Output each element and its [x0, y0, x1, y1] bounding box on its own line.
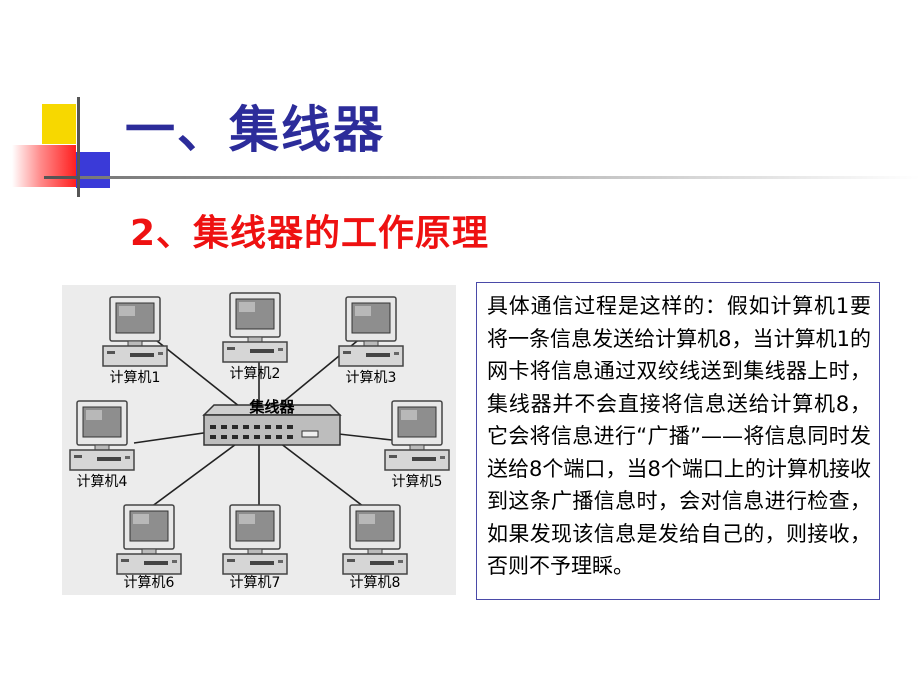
decor-horizontal-line [44, 176, 104, 179]
computer-1-label: 计算机1 [110, 370, 161, 386]
computer-5-label: 计算机5 [392, 474, 443, 490]
description-text: 具体通信过程是这样的：假如计算机1要将一条信息发送给计算机8，当计算机1的网卡将… [487, 294, 871, 578]
hub-label: 集线器 [248, 398, 295, 416]
decor-vertical-line [77, 97, 80, 197]
network-diagram-svg: 集线器 计算机1 计算机2 计算机3 计算机4 计算机5 计算机6 计算机7 计… [69, 292, 450, 591]
decor-yellow-square [42, 104, 76, 144]
slide-title: 一、集线器 [125, 101, 385, 159]
computer-8-icon [342, 504, 408, 575]
computer-4-icon [69, 400, 135, 471]
computer-8-label: 计算机8 [350, 575, 401, 591]
computer-2-label: 计算机2 [230, 366, 281, 382]
slide-subtitle: 2、集线器的工作原理 [130, 213, 490, 254]
hub-network-diagram: 集线器 计算机1 计算机2 计算机3 计算机4 计算机5 计算机6 计算机7 计… [62, 285, 456, 595]
computer-7-icon [222, 504, 288, 575]
computer-3-icon [338, 296, 404, 367]
computer-3-label: 计算机3 [346, 370, 397, 386]
computer-6-label: 计算机6 [124, 575, 175, 591]
description-box: 具体通信过程是这样的：假如计算机1要将一条信息发送给计算机8，当计算机1的网卡将… [476, 282, 880, 600]
computer-4-label: 计算机4 [77, 474, 128, 490]
title-underline [80, 176, 920, 179]
computer-2-icon [222, 292, 288, 363]
computer-7-label: 计算机7 [230, 575, 281, 591]
computer-1-icon [102, 296, 168, 367]
computer-6-icon [116, 504, 182, 575]
decor-red-gradient-bar [12, 145, 76, 187]
decor-blue-square [76, 152, 110, 188]
hub-device: 集线器 [202, 398, 342, 446]
computer-5-icon [384, 400, 450, 471]
